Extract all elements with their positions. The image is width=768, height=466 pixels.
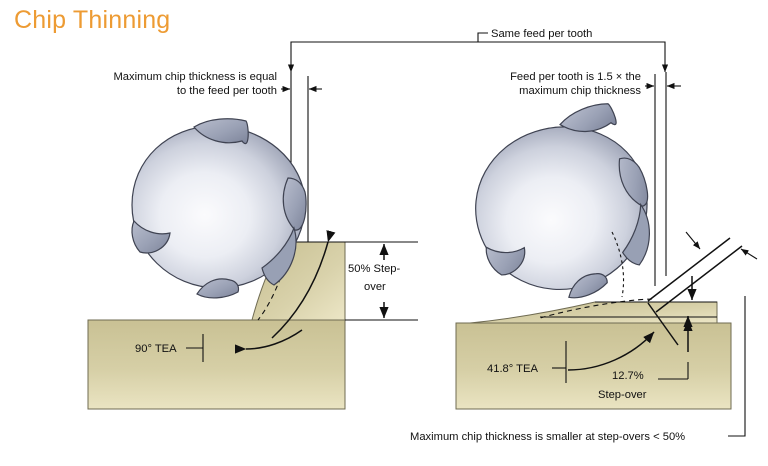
top-feed-bracket [287,32,669,73]
right-cutter-tool [475,103,650,299]
right-stepover-dimension [658,315,693,380]
right-stepover-line1: 12.7% [612,370,644,382]
left-cutter-tool [131,118,307,299]
left-tea-leader [186,334,204,362]
page-title: Chip Thinning [14,6,171,34]
bottom-caption: Maximum chip thickness is smaller at ste… [410,431,685,443]
right-chip-thickness-lines [654,72,667,286]
bottom-caption-leader [728,296,746,437]
top-bracket-label: Same feed per tooth [491,28,592,40]
left-callout-line1: Maximum chip thickness is equal [113,71,277,83]
left-stepover-dimension [345,241,418,321]
right-tool-inner-arc [611,231,625,298]
right-stepover-line2: Step-over [598,389,647,401]
left-stepover-line1: 50% Step- [348,263,401,275]
right-workpiece [455,301,732,410]
left-callout-line2: to the feed per tooth [177,85,277,97]
left-stepover-line2: over [364,281,386,293]
right-chip-wedge [647,231,758,313]
right-callout-line1: Feed per tooth is 1.5 × the [510,71,641,83]
right-chip-path [539,298,679,371]
right-tea-label: 41.8° TEA [487,363,538,375]
right-callout-line2: maximum chip thickness [519,85,641,97]
left-tea-label: 90° TEA [135,343,177,355]
right-tea-leader [552,341,567,383]
